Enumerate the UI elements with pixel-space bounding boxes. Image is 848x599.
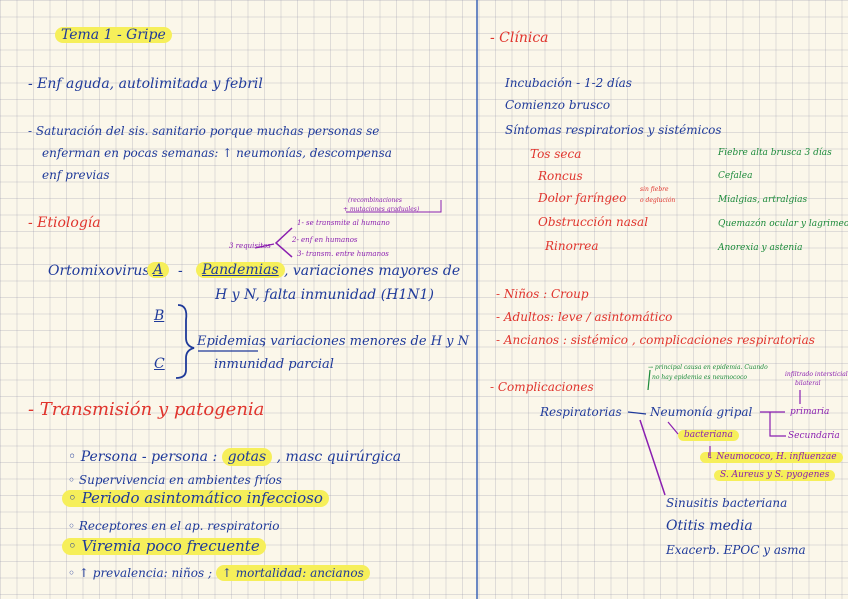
req-3: 3- transm. entre humanos: [297, 250, 389, 258]
bullet-persona-b: , masc quirúrgica: [276, 449, 402, 465]
line-saturation-c: enf previas: [42, 168, 110, 182]
bc-brace: [175, 304, 195, 379]
line-definition: - Enf aguda, autolimitada y febril: [28, 76, 263, 92]
type-b: B: [154, 308, 165, 324]
bullet-mortalidad: ↑ mortalidad: ancianos: [215, 565, 370, 581]
bullet-persona-gotas: gotas: [221, 448, 273, 466]
sintoma-dolor: Dolor faríngeo: [538, 191, 627, 205]
bullet-prevalencia-a: ◦ ↑ prevalencia: niños ;: [68, 566, 212, 580]
term-pandemias: Pandemias: [196, 262, 285, 278]
req-1: 1- se transmite al humano: [297, 219, 390, 227]
line-ancianos: - Ancianos : sistémico , complicaciones …: [496, 333, 815, 347]
line-comienzo: Comienzo brusco: [505, 98, 611, 112]
sintoma-mialgias: Mialgias, artralgias: [718, 195, 808, 205]
bullet-receptores: ◦ Receptores en el ap. respiratorio: [68, 519, 280, 533]
bacteria-aureus: S. Aureus y S. pyogenes: [714, 470, 836, 481]
neumonia-bacteriana: bacteriana: [678, 430, 739, 441]
neumonia-primaria: primaria: [790, 407, 830, 417]
sintoma-roncus: Roncus: [538, 169, 583, 183]
heading-clinica: - Clínica: [490, 30, 549, 46]
requisitos-brace: [274, 227, 293, 258]
bullet-persona-a: ◦ Persona - persona :: [68, 449, 218, 465]
sintoma-tos: Tos seca: [530, 147, 582, 161]
sintoma-fiebre: Fiebre alta brusca 3 días: [718, 148, 832, 158]
label-ortomixovirus: Ortomixovirus: [48, 263, 150, 279]
bacteria-neumococo: ↳ Neumococo, H. influenzae: [700, 452, 843, 463]
line-saturation-a: - Saturación del sis. sanitario porque m…: [28, 124, 380, 138]
pandemias-desc-b: H y N, falta inmunidad (H1N1): [215, 287, 434, 303]
note-infiltrado: infiltrado intersticial: [785, 371, 848, 378]
arrow-sinusitis: [639, 419, 666, 496]
sintoma-obstruccion: Obstrucción nasal: [538, 215, 649, 229]
note-bilateral: bilateral: [795, 380, 821, 387]
sintoma-quemazon: Quemazón ocular y lagrimeo: [718, 219, 848, 229]
page-divider: [476, 0, 478, 599]
page-title: Tema 1 - Gripe: [55, 27, 172, 43]
line-adultos: - Adultos: leve / asintomático: [496, 310, 673, 324]
bullet-supervivencia: ◦ Supervivencia en ambientes fríos: [68, 473, 282, 487]
note-sin-fiebre: sin fiebre: [640, 186, 669, 193]
sintoma-anorexia: Anorexia y astenia: [718, 243, 803, 253]
note-epidemia-2: no hay epidemia es neumococo: [652, 374, 747, 381]
arrow-respiratorias: [627, 411, 647, 415]
type-c: C: [154, 356, 165, 372]
complicacion-otitis: Otitis media: [666, 518, 753, 534]
line-saturation-b: enferman en pocas semanas: ↑ neumonías, …: [42, 146, 392, 160]
note-deglucion: o deglución: [640, 197, 676, 204]
note-requisitos: 3 requisitos: [229, 242, 271, 250]
term-epidemias: Epidemias: [197, 334, 266, 349]
heading-transmision: - Transmisión y patogenia: [28, 399, 265, 420]
neumonia-gripal: Neumonía gripal: [650, 405, 753, 419]
heading-etiologia: - Etiología: [28, 215, 101, 231]
bullet-periodo: ◦ Periodo asintomático infeccioso: [62, 490, 329, 507]
pandemias-desc: , variaciones mayores de: [284, 263, 461, 279]
note-recombinaciones: (recombinaciones: [348, 197, 403, 204]
primaria-secundaria-branch: [760, 411, 786, 437]
note-epidemia-1: → principal causa en epidemia. Cuando: [648, 364, 768, 371]
complicacion-exacerbacion: Exacerb. EPOC y asma: [666, 543, 806, 557]
sintoma-cefalea: Cefalea: [718, 171, 753, 181]
neumonia-secundaria: Secundaria: [788, 431, 840, 441]
green-arrow: [647, 369, 651, 391]
req-2: 2- enf en humanos: [292, 236, 358, 244]
bullet-viremia: ◦ Viremia poco frecuente: [62, 538, 266, 555]
line-ninos: - Niños : Croup: [496, 287, 589, 301]
heading-complicaciones: - Complicaciones: [490, 380, 594, 394]
complicacion-sinusitis: Sinusitis bacteriana: [666, 496, 788, 510]
line-incubacion: Incubación - 1-2 días: [505, 76, 632, 90]
epidemias-desc: , variaciones menores de H y N: [262, 334, 470, 349]
label-respiratorias: Respiratorias: [540, 405, 622, 419]
bullet-persona: ◦ Persona - persona : gotas , masc quirú…: [68, 448, 402, 466]
line-sintomas: Síntomas respiratorios y sistémicos: [505, 123, 722, 137]
bacteriana-arrow: [667, 421, 679, 435]
sintoma-rinorrea: Rinorrea: [545, 239, 599, 253]
dash: -: [178, 263, 183, 279]
note-mutaciones: + mutaciones graduales): [343, 206, 420, 213]
type-a: A: [147, 262, 170, 278]
bullet-prevalencia: ◦ ↑ prevalencia: niños ; ↑ mortalidad: a…: [68, 565, 370, 581]
epidemias-desc-b: inmunidad parcial: [214, 357, 334, 372]
